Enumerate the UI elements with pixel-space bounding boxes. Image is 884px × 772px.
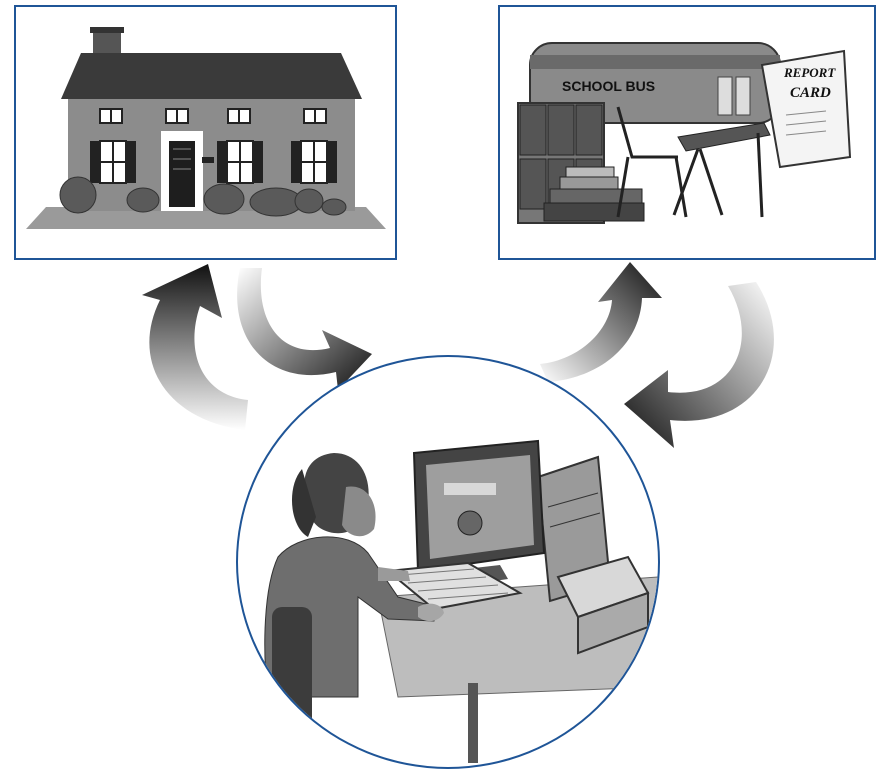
monitor [412,439,546,587]
roof [61,53,362,99]
cycle-arrow-icon [624,282,774,448]
desk [672,122,771,218]
lawn [26,207,386,229]
house-illustration [26,27,386,229]
report-card-line2: CARD [790,85,831,101]
cycle-arrow-icon [540,262,662,382]
report-card-icon: REPORT CARD [760,49,852,169]
school-panel: SCHOOL BUS [498,5,876,260]
shrubs [59,176,347,217]
report-card-line1: REPORT [783,65,836,80]
cycle-arrow-icon [142,264,248,430]
chair [616,106,688,218]
front-door [169,141,195,207]
home-panel [14,5,397,260]
keyboard [385,561,523,611]
printer [556,555,650,655]
bus-label: SCHOOL BUS [562,78,655,94]
lower-windows [90,140,337,184]
computer-user-illustration [264,439,658,763]
computer-user-circle [236,355,660,769]
cycle-arrow-icon [237,268,372,390]
school-bus-illustration: SCHOOL BUS [517,42,852,224]
